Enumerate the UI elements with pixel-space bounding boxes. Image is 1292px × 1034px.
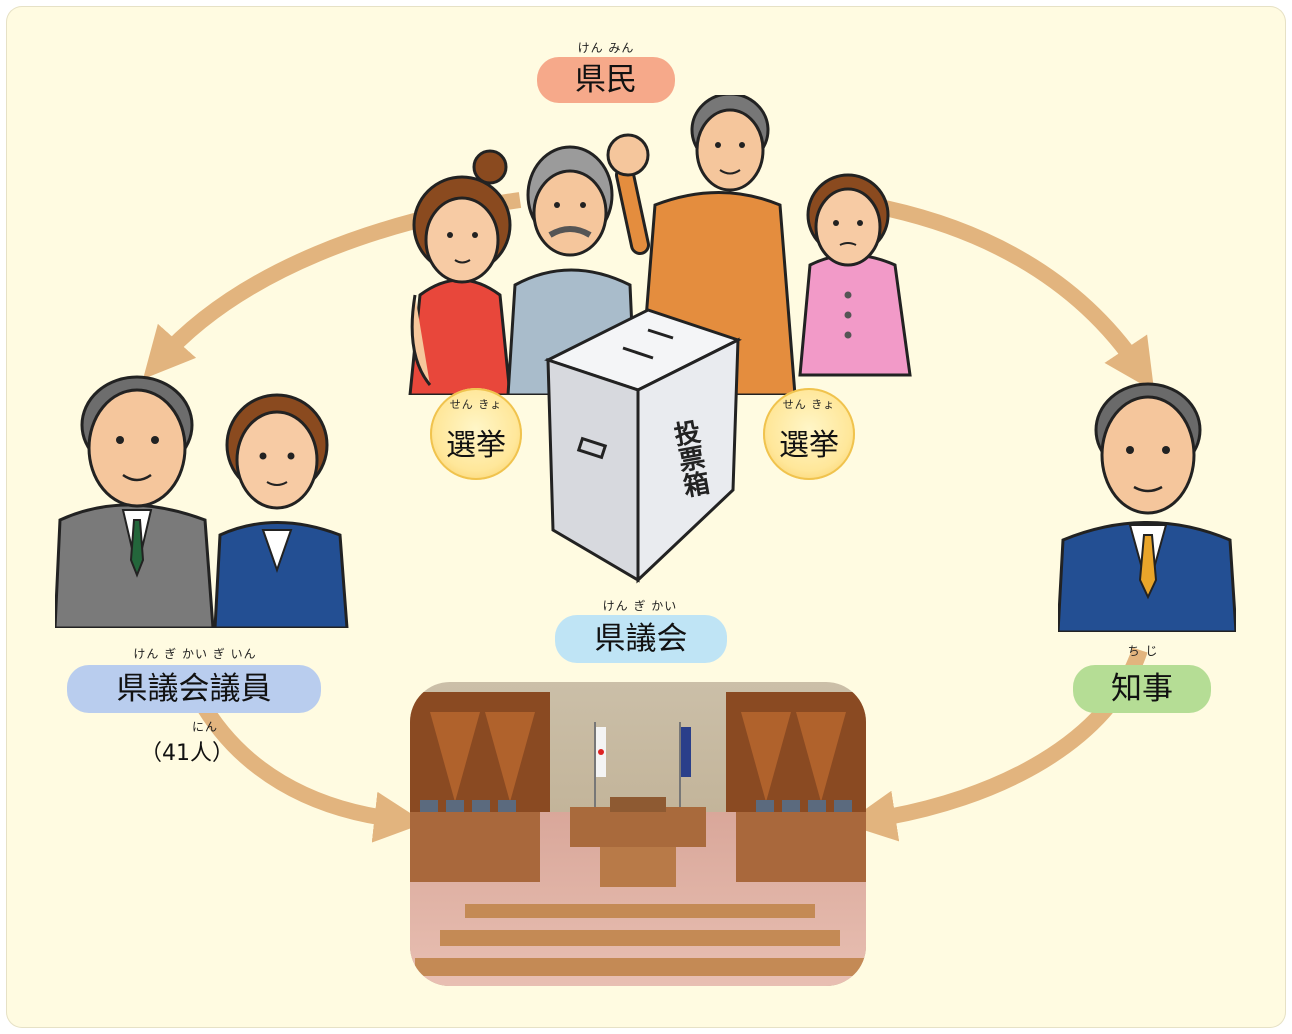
members-count-ruby: にん bbox=[191, 720, 218, 734]
citizens-ruby: けん みん bbox=[577, 41, 635, 55]
election-left-label: 選挙 bbox=[446, 428, 506, 463]
ballot-box-illustration: 投票箱 bbox=[544, 308, 742, 584]
citizen-woman-right bbox=[798, 173, 912, 377]
governor-label: 知事 bbox=[1073, 665, 1211, 713]
assembly-label: 県議会 bbox=[555, 615, 727, 663]
citizen-woman-left bbox=[408, 149, 512, 395]
assembly-hall-photo bbox=[410, 682, 866, 986]
assembly-ruby: けん ぎ かい bbox=[602, 599, 678, 613]
election-badge-left: せん きょ 選挙 bbox=[430, 388, 522, 480]
members-ruby: けん ぎ かい ぎ いん bbox=[133, 647, 257, 661]
election-right-ruby: せん きょ bbox=[782, 398, 836, 411]
governor-illustration bbox=[1058, 382, 1236, 632]
election-right-label: 選挙 bbox=[779, 428, 839, 463]
members-label: 県議会議員 bbox=[67, 665, 321, 713]
council-members-illustration bbox=[55, 375, 349, 628]
election-left-ruby: せん きょ bbox=[449, 398, 503, 411]
members-count: （41人） bbox=[140, 741, 234, 766]
election-badge-right: せん きょ 選挙 bbox=[763, 388, 855, 480]
arrow-citizens-to-governor bbox=[838, 192, 1155, 392]
arrow-members-to-assembly bbox=[193, 696, 426, 843]
citizens-label: 県民 bbox=[537, 57, 675, 103]
governor-ruby: ち じ bbox=[1127, 644, 1159, 658]
